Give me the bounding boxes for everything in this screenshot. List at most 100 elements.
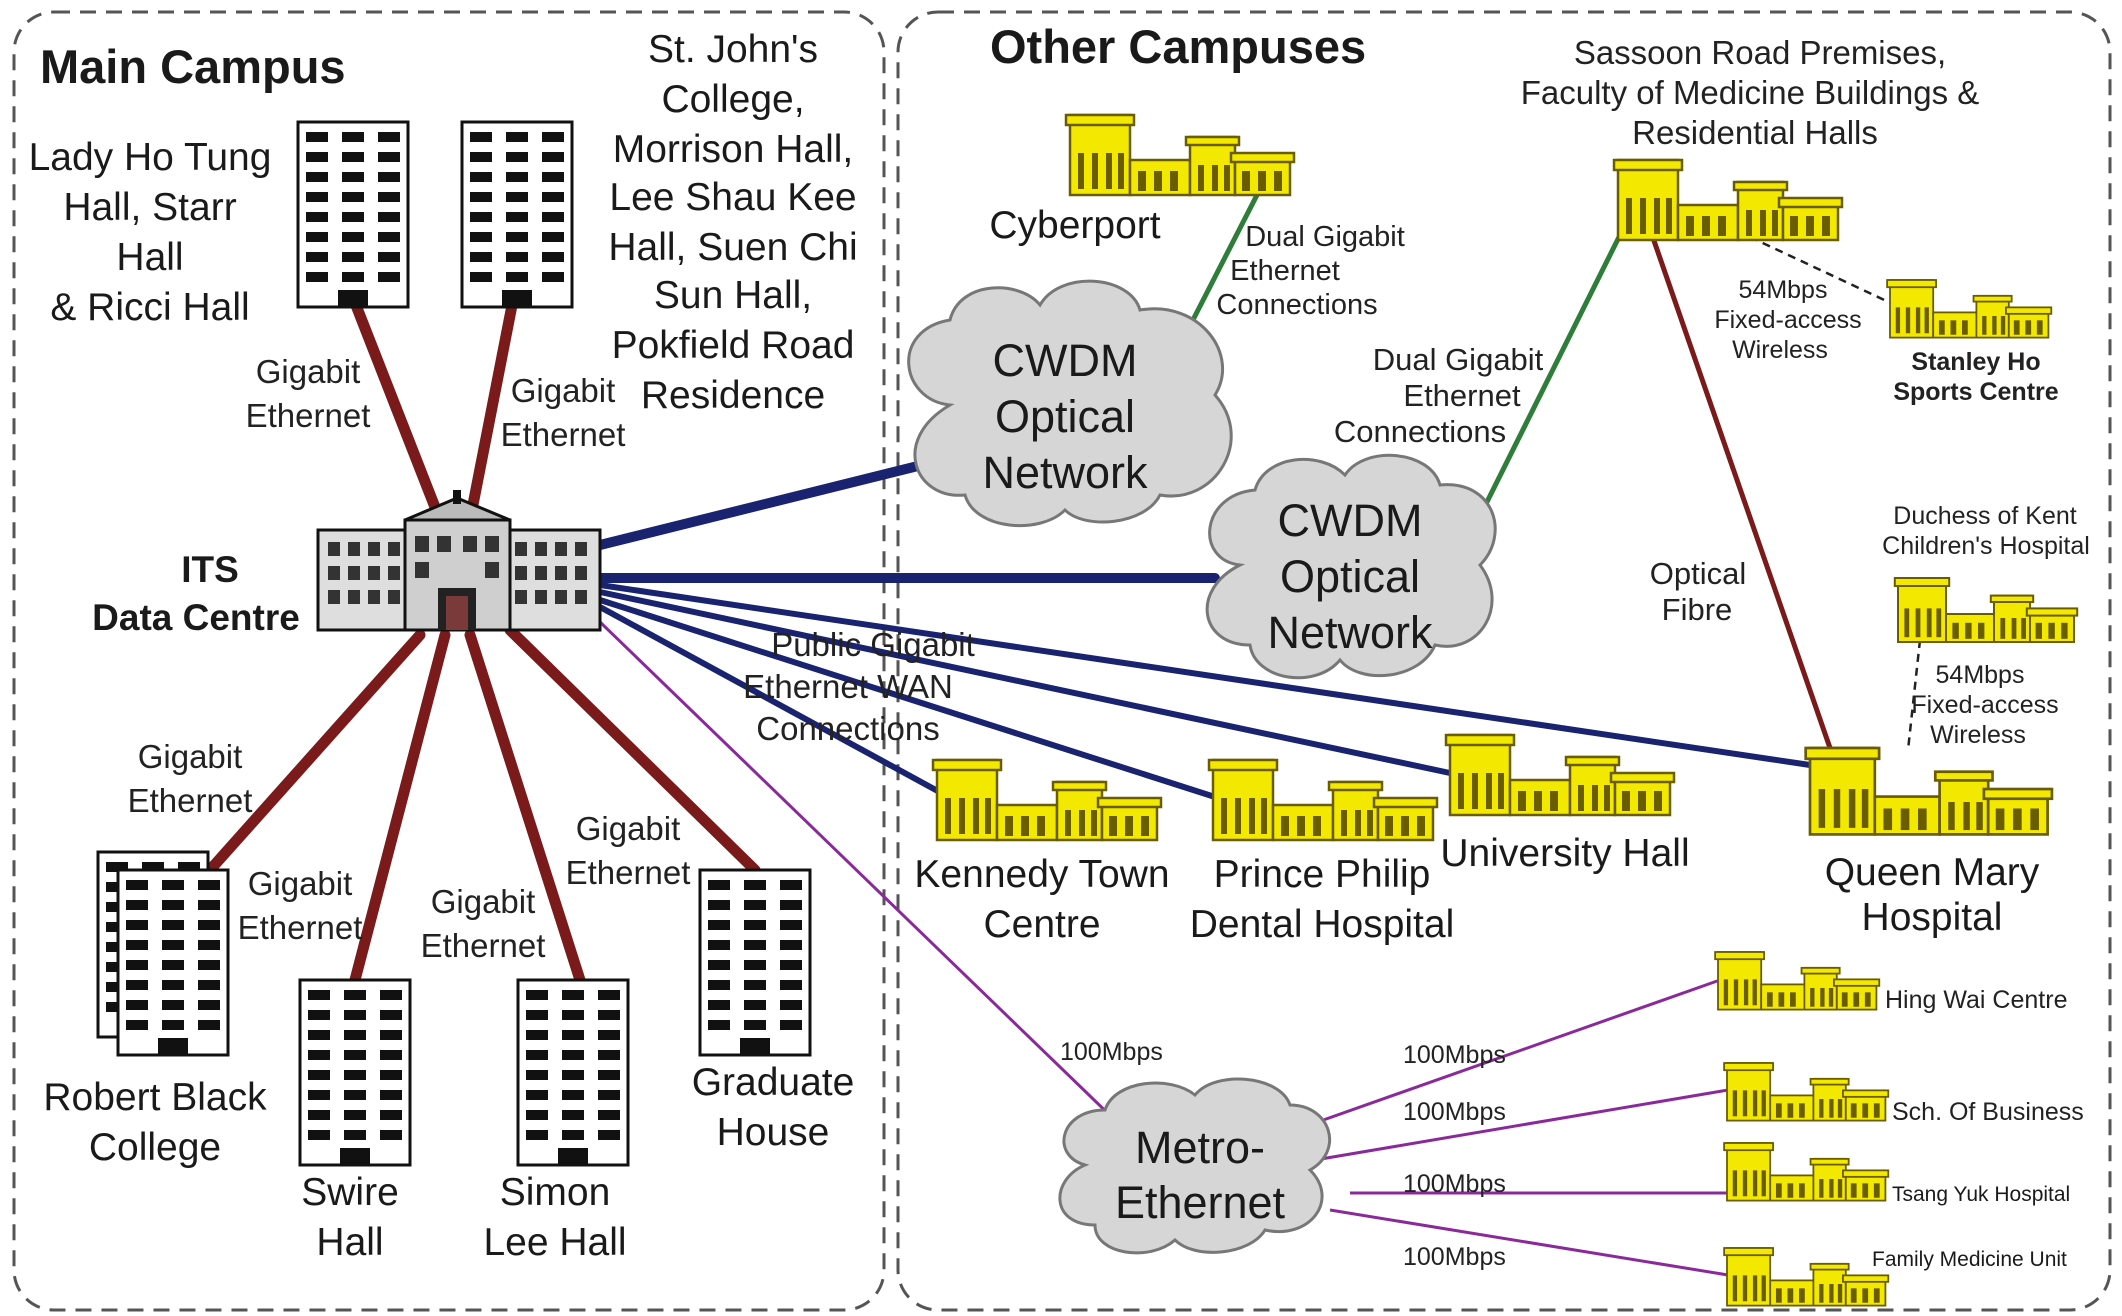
queen-mary-label: Queen Mary Hospital <box>1825 851 2040 939</box>
its-data-centre-building <box>316 490 602 632</box>
cyberport-building <box>1064 113 1296 197</box>
wireless-stanley-line-3: Wireless <box>1732 336 1828 364</box>
swire-label: Swire Hall <box>301 1171 399 1264</box>
queen-mary-line-2: Hospital <box>1862 896 2003 939</box>
stanley-ho-building <box>1886 279 2053 339</box>
lady-ho-tung-line-3: Hall <box>116 236 183 279</box>
link-prince-philip <box>597 597 1218 800</box>
stanley-ho-line-1: Stanley Ho <box>1911 348 2040 376</box>
sassoon-label: Sassoon Road Premises, Faculty of Medici… <box>1521 34 1980 151</box>
public-wan-line-3: Connections <box>756 710 939 747</box>
st-johns-line-2: College, <box>661 78 804 121</box>
wan-links <box>595 458 1813 800</box>
gigabit-label-2-line-1: Gigabit <box>511 372 616 409</box>
cwdm-cloud-2: CWDM Optical Network <box>1205 453 1497 680</box>
dual-gigabit-sassoon-line-2: Ethernet <box>1403 378 1521 413</box>
link-sch-business <box>1314 1088 1729 1162</box>
family-medicine-label: Family Medicine Unit <box>1872 1248 2067 1271</box>
prince-philip-line-2: Dental Hospital <box>1190 903 1454 946</box>
metro-link-label-4: 100Mbps <box>1403 1243 1506 1271</box>
kennedy-town-label: Kennedy Town Centre <box>914 853 1169 946</box>
link-family-medicine <box>1329 1208 1729 1277</box>
link-sassoon <box>1465 233 1623 542</box>
its-label-line-2: Data Centre <box>92 597 300 638</box>
public-wan-label: Public Gigabit Ethernet WAN Connections <box>743 626 975 747</box>
link-simon-lee <box>464 629 586 986</box>
cwdm-cloud-2-line-1: CWDM <box>1278 495 1423 546</box>
cwdm-cloud-1-line-1: CWDM <box>993 335 1138 386</box>
wireless-links <box>1749 235 1922 751</box>
st-johns-line-6: Sun Hall, <box>654 274 812 317</box>
dual-gigabit-cyberport-line-1: Dual Gigabit <box>1245 221 1405 253</box>
link-st-johns <box>464 284 521 526</box>
kennedy-town-building <box>931 758 1163 842</box>
st-johns-line-4: Lee Shau Kee <box>609 176 856 219</box>
simon-lee-building <box>516 978 630 1167</box>
gigabit-label-4-line-2: Ethernet <box>238 909 363 946</box>
dual-gigabit-cyberport-line-2: Ethernet <box>1230 255 1340 287</box>
link-duchess-of-kent <box>1906 639 1922 751</box>
wireless-stanley-line-2: Fixed-access <box>1714 306 1861 334</box>
kennedy-town-line-1: Kennedy Town <box>914 853 1169 896</box>
st-johns-line-3: Morrison Hall, <box>613 128 854 171</box>
cwdm-cloud-2-line-2: Optical <box>1280 551 1420 602</box>
st-johns-line-1: St. John's <box>648 28 818 71</box>
wireless-stanley-label: 54Mbps Fixed-access Wireless <box>1714 276 1861 364</box>
duchess-of-kent-label: Duchess of Kent Children's Hospital <box>1882 502 2090 560</box>
prince-philip-building <box>1207 758 1439 842</box>
link-kennedy-town <box>597 604 948 798</box>
university-hall-building <box>1444 733 1676 817</box>
lady-ho-tung-line-4: & Ricci Hall <box>50 286 249 329</box>
gigabit-label-5-line-2: Ethernet <box>421 927 546 964</box>
st-johns-label: St. John's College, Morrison Hall, Lee S… <box>608 28 857 417</box>
st-johns-line-5: Hall, Suen Chi <box>608 226 857 269</box>
link-stanley-ho <box>1749 235 1896 307</box>
optical-fibre-line-2: Fibre <box>1662 592 1733 627</box>
sassoon-line-3: Residential Halls <box>1632 114 1878 151</box>
swire-line-2: Hall <box>316 1221 383 1264</box>
metro-link-labels: 100Mbps 100Mbps 100Mbps 100Mbps <box>1403 1041 1506 1271</box>
wireless-duchess-line-1: 54Mbps <box>1936 661 2025 689</box>
sch-business-label: Sch. Of Business <box>1892 1098 2084 1126</box>
metro-link-label-3: 100Mbps <box>1403 1170 1506 1198</box>
st-johns-building <box>460 120 574 309</box>
simon-lee-line-2: Lee Hall <box>483 1221 626 1264</box>
gigabit-label-2-line-2: Ethernet <box>501 416 626 453</box>
hing-wai-label: Hing Wai Centre <box>1885 986 2067 1014</box>
gigabit-label-4-line-1: Gigabit <box>248 865 353 902</box>
swire-line-1: Swire <box>301 1171 399 1214</box>
robert-black-line-2: College <box>89 1126 221 1169</box>
link-university-hall <box>597 589 1453 776</box>
sassoon-line-1: Sassoon Road Premises, <box>1574 34 1946 71</box>
lady-ho-tung-line-2: Hall, Starr <box>63 186 236 229</box>
metro-link-label-2: 100Mbps <box>1403 1098 1506 1126</box>
main-campus-title: Main Campus <box>40 40 346 93</box>
dual-gigabit-sassoon-line-3: Connections <box>1334 414 1506 449</box>
cyberport-label: Cyberport <box>989 204 1160 247</box>
gigabit-label-5-line-1: Gigabit <box>431 883 536 920</box>
family-medicine-building <box>1723 1247 1890 1307</box>
gigabit-label-6-line-1: Gigabit <box>576 810 681 847</box>
public-wan-line-1: Public Gigabit <box>771 626 975 663</box>
gigabit-label-1-line-1: Gigabit <box>256 353 361 390</box>
main-campus-region <box>12 10 886 1312</box>
optical-fibre-label: Optical Fibre <box>1650 556 1746 627</box>
metro-links <box>1294 978 1729 1277</box>
prince-philip-label: Prince Philip Dental Hospital <box>1190 853 1454 946</box>
hing-wai-building <box>1714 951 1881 1011</box>
graduate-house-line-2: House <box>717 1111 830 1154</box>
wireless-duchess-line-3: Wireless <box>1930 721 2026 749</box>
st-johns-line-7: Pokfield Road <box>612 324 855 367</box>
simon-lee-label: Simon Lee Hall <box>483 1171 626 1264</box>
lady-ho-tung-line-1: Lady Ho Tung <box>29 136 272 179</box>
wireless-duchess-label: 54Mbps Fixed-access Wireless <box>1911 661 2058 749</box>
duchess-of-kent-building <box>1893 576 2079 644</box>
link-graduate-house <box>504 624 761 876</box>
lady-ho-tung-label: Lady Ho Tung Hall, Starr Hall & Ricci Ha… <box>29 136 272 329</box>
cwdm-cloud-1: CWDM Optical Network <box>907 279 1233 528</box>
graduate-house-line-1: Graduate <box>692 1061 855 1104</box>
gigabit-label-1-line-2: Ethernet <box>246 397 371 434</box>
sch-business-building <box>1723 1062 1890 1122</box>
link-queen-mary <box>597 582 1813 768</box>
prince-philip-line-1: Prince Philip <box>1214 853 1431 896</box>
